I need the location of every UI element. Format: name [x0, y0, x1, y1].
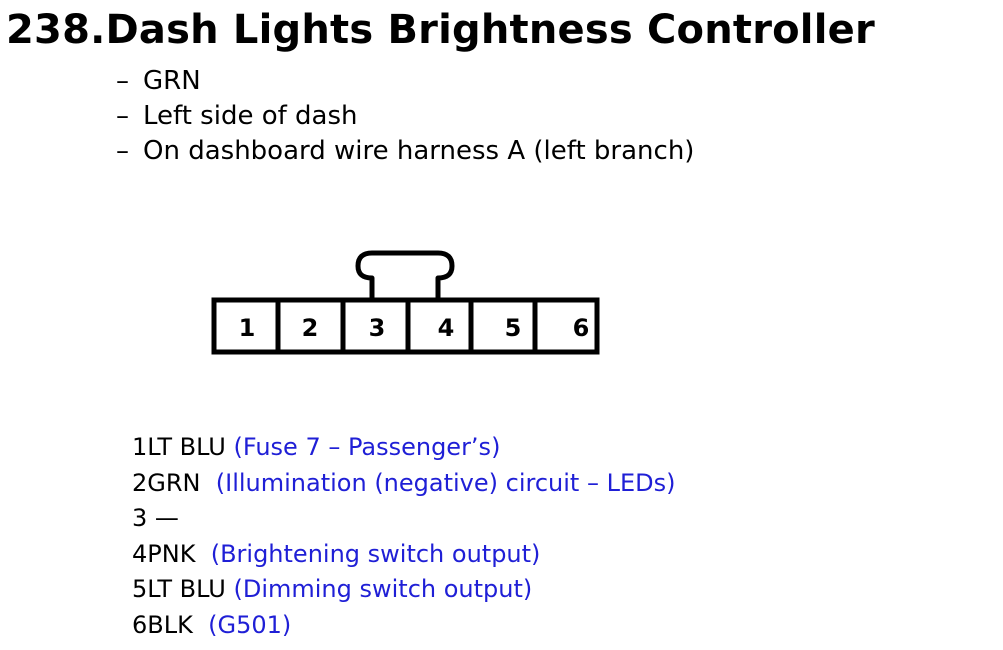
wire-color: PNK [147, 539, 211, 568]
pin-row-5: 5LT BLU (Dimming switch output) [132, 572, 675, 608]
dash-marker: – [116, 136, 129, 166]
pin-number: 3 [132, 504, 148, 533]
wire-color: LT BLU [147, 433, 234, 461]
dash-marker: – [116, 101, 129, 131]
pin-description: (Dimming switch output) [233, 575, 533, 604]
pin-row-1: 1LT BLU (Fuse 7 – Passenger’s) [132, 430, 675, 466]
detail-wire-color: –GRN [116, 64, 694, 99]
wire-color: — [147, 504, 179, 533]
dash-marker: – [116, 66, 129, 96]
pin-number: 4 [132, 539, 148, 568]
pin-row-4: 4PNK (Brightening switch output) [132, 537, 675, 573]
pin-label-3: 3 [369, 314, 386, 342]
connector-diagram: 1 2 3 4 5 6 [211, 250, 600, 355]
wire-color: LT BLU [147, 575, 234, 604]
pin-assignment-list: 1LT BLU (Fuse 7 – Passenger’s) 2GRN (Ill… [132, 430, 675, 644]
detail-harness: –On dashboard wire harness A (left branc… [116, 134, 694, 169]
connector-lock-tab [355, 250, 455, 300]
pin-number: 5 [132, 575, 148, 604]
pin-row-2: 2GRN (Illumination (negative) circuit – … [132, 466, 675, 502]
wire-color: GRN [147, 468, 216, 497]
pin-label-5: 5 [505, 314, 522, 342]
connector-details: –GRN –Left side of dash –On dashboard wi… [116, 64, 694, 169]
pin-number: 6 [132, 610, 148, 639]
wire-color: BLK [147, 610, 209, 639]
detail-location: –Left side of dash [116, 99, 694, 134]
pin-description: (Fuse 7 – Passenger’s) [233, 433, 501, 461]
pin-number: 1 [132, 433, 148, 461]
pin-label-6: 6 [573, 314, 590, 342]
pin-label-2: 2 [302, 314, 319, 342]
pin-description: (Brightening switch output) [210, 539, 541, 568]
pin-row-6: 6BLK (G501) [132, 608, 675, 644]
pin-label-4: 4 [438, 314, 455, 342]
page-title: 238.Dash Lights Brightness Controller [6, 7, 875, 53]
pin-label-1: 1 [239, 314, 256, 342]
pin-row-3: 3 — [132, 501, 675, 537]
pin-description: (Illumination (negative) circuit – LEDs) [215, 468, 676, 497]
pin-number: 2 [132, 468, 148, 497]
pin-description: (G501) [208, 610, 292, 639]
